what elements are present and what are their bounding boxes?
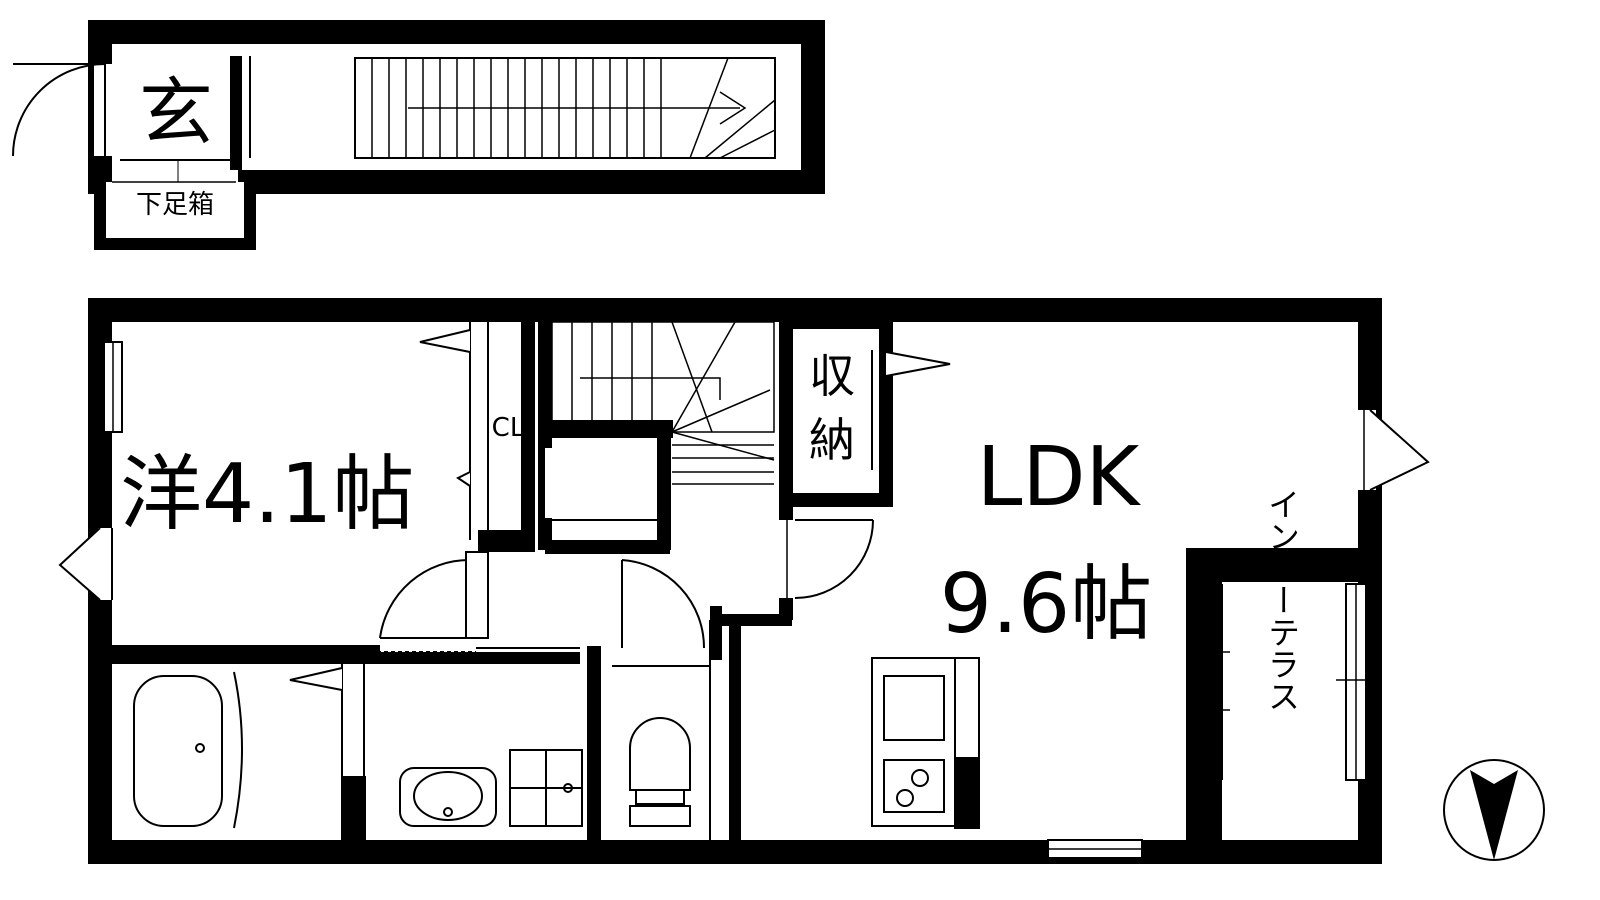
stairs-icon [354, 57, 776, 159]
western-room-label: 洋4.1帖 [120, 447, 414, 542]
shoe-box-label: 下足箱 [136, 190, 214, 220]
toilet-icon [629, 717, 691, 827]
main-floor: CL 収 納 [58, 298, 1430, 864]
bathtub-icon [133, 671, 243, 829]
storage-label-2: 納 [809, 413, 855, 467]
washing-machine-icon [509, 749, 583, 827]
storage-label: 収 [809, 349, 855, 403]
entrance-door[interactable] [12, 63, 106, 157]
inner-terrace-label: インナーテラス [1263, 488, 1301, 712]
washroom-door[interactable] [379, 558, 471, 639]
north-arrow-icon [1443, 759, 1545, 861]
balcony-door[interactable] [58, 527, 101, 601]
closet-label: CL [492, 413, 525, 443]
toilet-door[interactable] [621, 559, 706, 649]
entrance-block: 玄 下足箱 [12, 20, 825, 250]
ldk-label: LDK [977, 430, 1142, 525]
ldk-size-label: 9.6帖 [940, 557, 1152, 652]
shoe-box-wall [94, 170, 256, 250]
entrance-label: 玄 [139, 70, 213, 156]
ldk-door[interactable] [794, 519, 874, 599]
stove-icon [871, 657, 980, 829]
ldk-window-door[interactable] [1369, 409, 1430, 491]
washbasin-icon [399, 767, 497, 827]
